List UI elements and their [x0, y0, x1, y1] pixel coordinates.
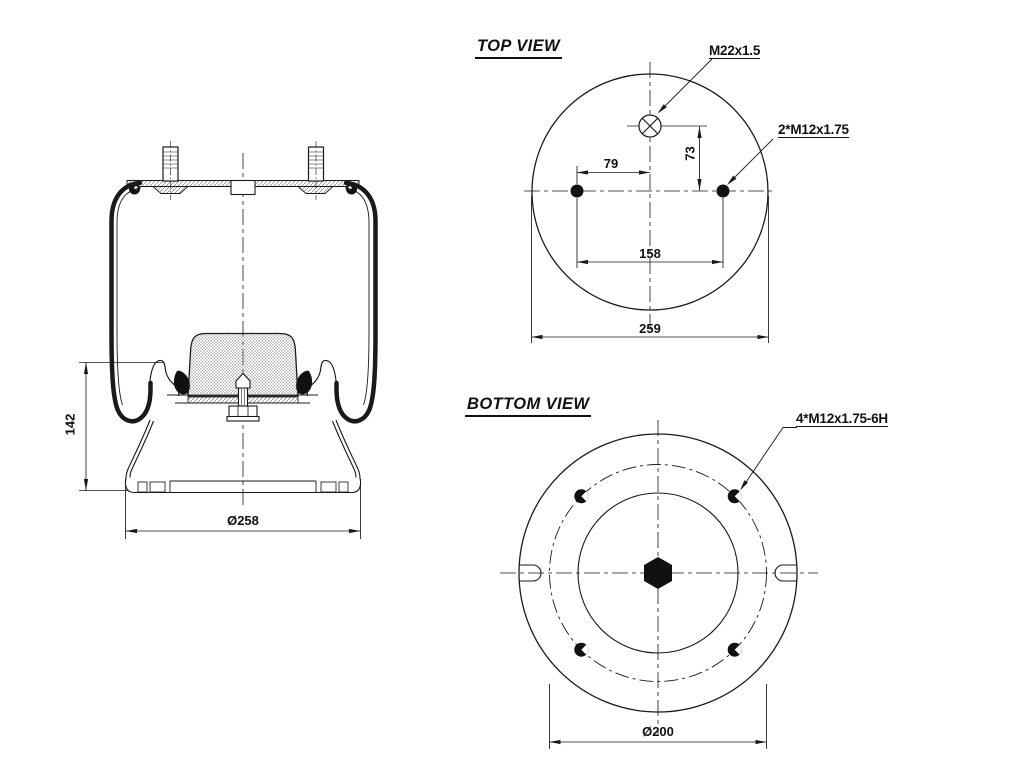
- stud-leader-line: [727, 138, 774, 185]
- port-leader-line: [657, 58, 713, 114]
- bolt-holes: [574, 489, 742, 657]
- notch-right: [774, 564, 797, 582]
- bottom-view-drawing: [500, 420, 818, 749]
- dim-stud-offset: 79: [603, 156, 619, 171]
- port-thread-label: M22x1.5: [709, 43, 761, 59]
- bolt-and-nut: [226, 372, 260, 422]
- bolt-hole-top-right: [727, 489, 742, 504]
- dim-bolt-circle: Ø200: [642, 724, 674, 739]
- dim-base-diameter: Ø258: [227, 513, 259, 528]
- piston-skirt: [125, 419, 361, 479]
- bellows-outline: [109, 180, 378, 424]
- dim-73-lines: [697, 126, 702, 191]
- stud-bump-right: [296, 186, 335, 194]
- bolt-hole-bottom-left: [574, 642, 589, 657]
- stud-hole-left: [570, 184, 584, 198]
- dim-142-lines: [79, 362, 163, 491]
- bellows-inner-wall: [116, 187, 370, 406]
- stud-bump-left: [151, 186, 190, 194]
- dim-200-lines: [549, 684, 767, 749]
- stud-hole-right: [716, 184, 730, 198]
- hole-thread-label: 4*M12x1.75-6H: [796, 411, 888, 427]
- hex-nut: [644, 557, 672, 589]
- bolt-hole-top-left: [574, 489, 589, 504]
- stud-left: [162, 141, 179, 200]
- top-view-drawing: [524, 58, 776, 343]
- bottom-view-title: BOTTOM VIEW: [465, 395, 592, 417]
- dim-259-lines: [531, 196, 769, 343]
- dim-258-lines: [125, 479, 361, 539]
- dim-port-offset: 73: [682, 146, 698, 161]
- dim-79-lines: [576, 166, 650, 184]
- dim-overall-width: 259: [639, 321, 661, 336]
- dim-158-lines: [576, 198, 724, 268]
- bolt-hole-bottom-right: [727, 642, 742, 657]
- side-view-drawing: [79, 141, 378, 539]
- dim-stud-spacing: 158: [639, 246, 661, 261]
- top-flange-circle: [531, 73, 769, 311]
- notch-left: [519, 564, 542, 582]
- dim-assembly-height: 142: [62, 413, 78, 436]
- center-boss: [230, 179, 256, 196]
- stud-right: [307, 141, 325, 200]
- hole-leader-line: [740, 427, 797, 491]
- top-view-title: TOP VIEW: [475, 37, 562, 59]
- air-port-symbol: [627, 114, 707, 138]
- stud-thread-label: 2*M12x1.75: [778, 122, 849, 138]
- bumper: [187, 332, 299, 397]
- top-plate: [126, 179, 360, 196]
